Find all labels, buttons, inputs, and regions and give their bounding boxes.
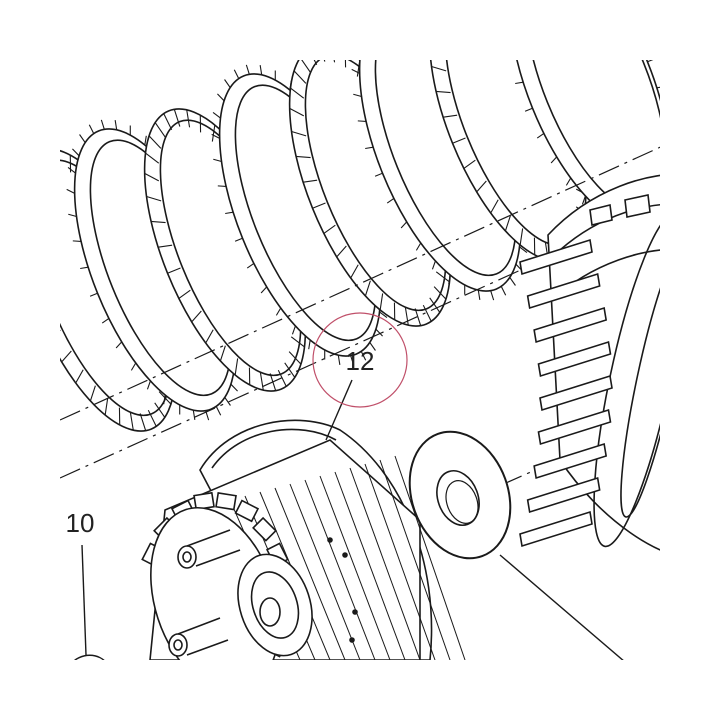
basket-finger	[519, 510, 593, 548]
basket-finger	[537, 340, 612, 378]
hub-spline	[319, 475, 391, 660]
callout-12-label: 12	[346, 346, 375, 376]
hub-tooth	[236, 679, 258, 700]
basket-finger	[533, 442, 608, 480]
hub-spline	[379, 459, 451, 660]
leader-lines	[74, 379, 624, 660]
basket-finger	[539, 374, 613, 412]
hub-tooth	[216, 690, 236, 707]
hub-tooth	[234, 499, 260, 523]
callout-10-label: 10	[66, 508, 95, 538]
hub-spline	[289, 483, 361, 660]
hub-spline	[349, 467, 421, 660]
basket-finger	[537, 408, 612, 446]
basket-finger	[519, 238, 593, 276]
hub-tooth	[252, 516, 277, 542]
callout-12[interactable]: 12	[312, 312, 408, 408]
hub-spline	[334, 471, 406, 660]
hub-tooth	[215, 492, 237, 511]
inner-clutch-hub	[141, 419, 466, 707]
callout-10[interactable]: 10	[66, 508, 95, 538]
thrust-washer	[408, 430, 512, 560]
callout-12-highlight-circle	[312, 312, 408, 408]
basket-finger	[526, 476, 601, 514]
hub-spline	[364, 463, 436, 660]
hub-spline	[274, 487, 346, 660]
basket-finger	[526, 272, 601, 310]
hub-spline	[394, 455, 466, 660]
outer-clutch-basket	[519, 174, 660, 551]
clutch-plate-stack	[60, 60, 660, 432]
basket-finger	[533, 306, 608, 344]
hub-spline	[304, 479, 376, 660]
hub-tooth	[252, 658, 277, 660]
